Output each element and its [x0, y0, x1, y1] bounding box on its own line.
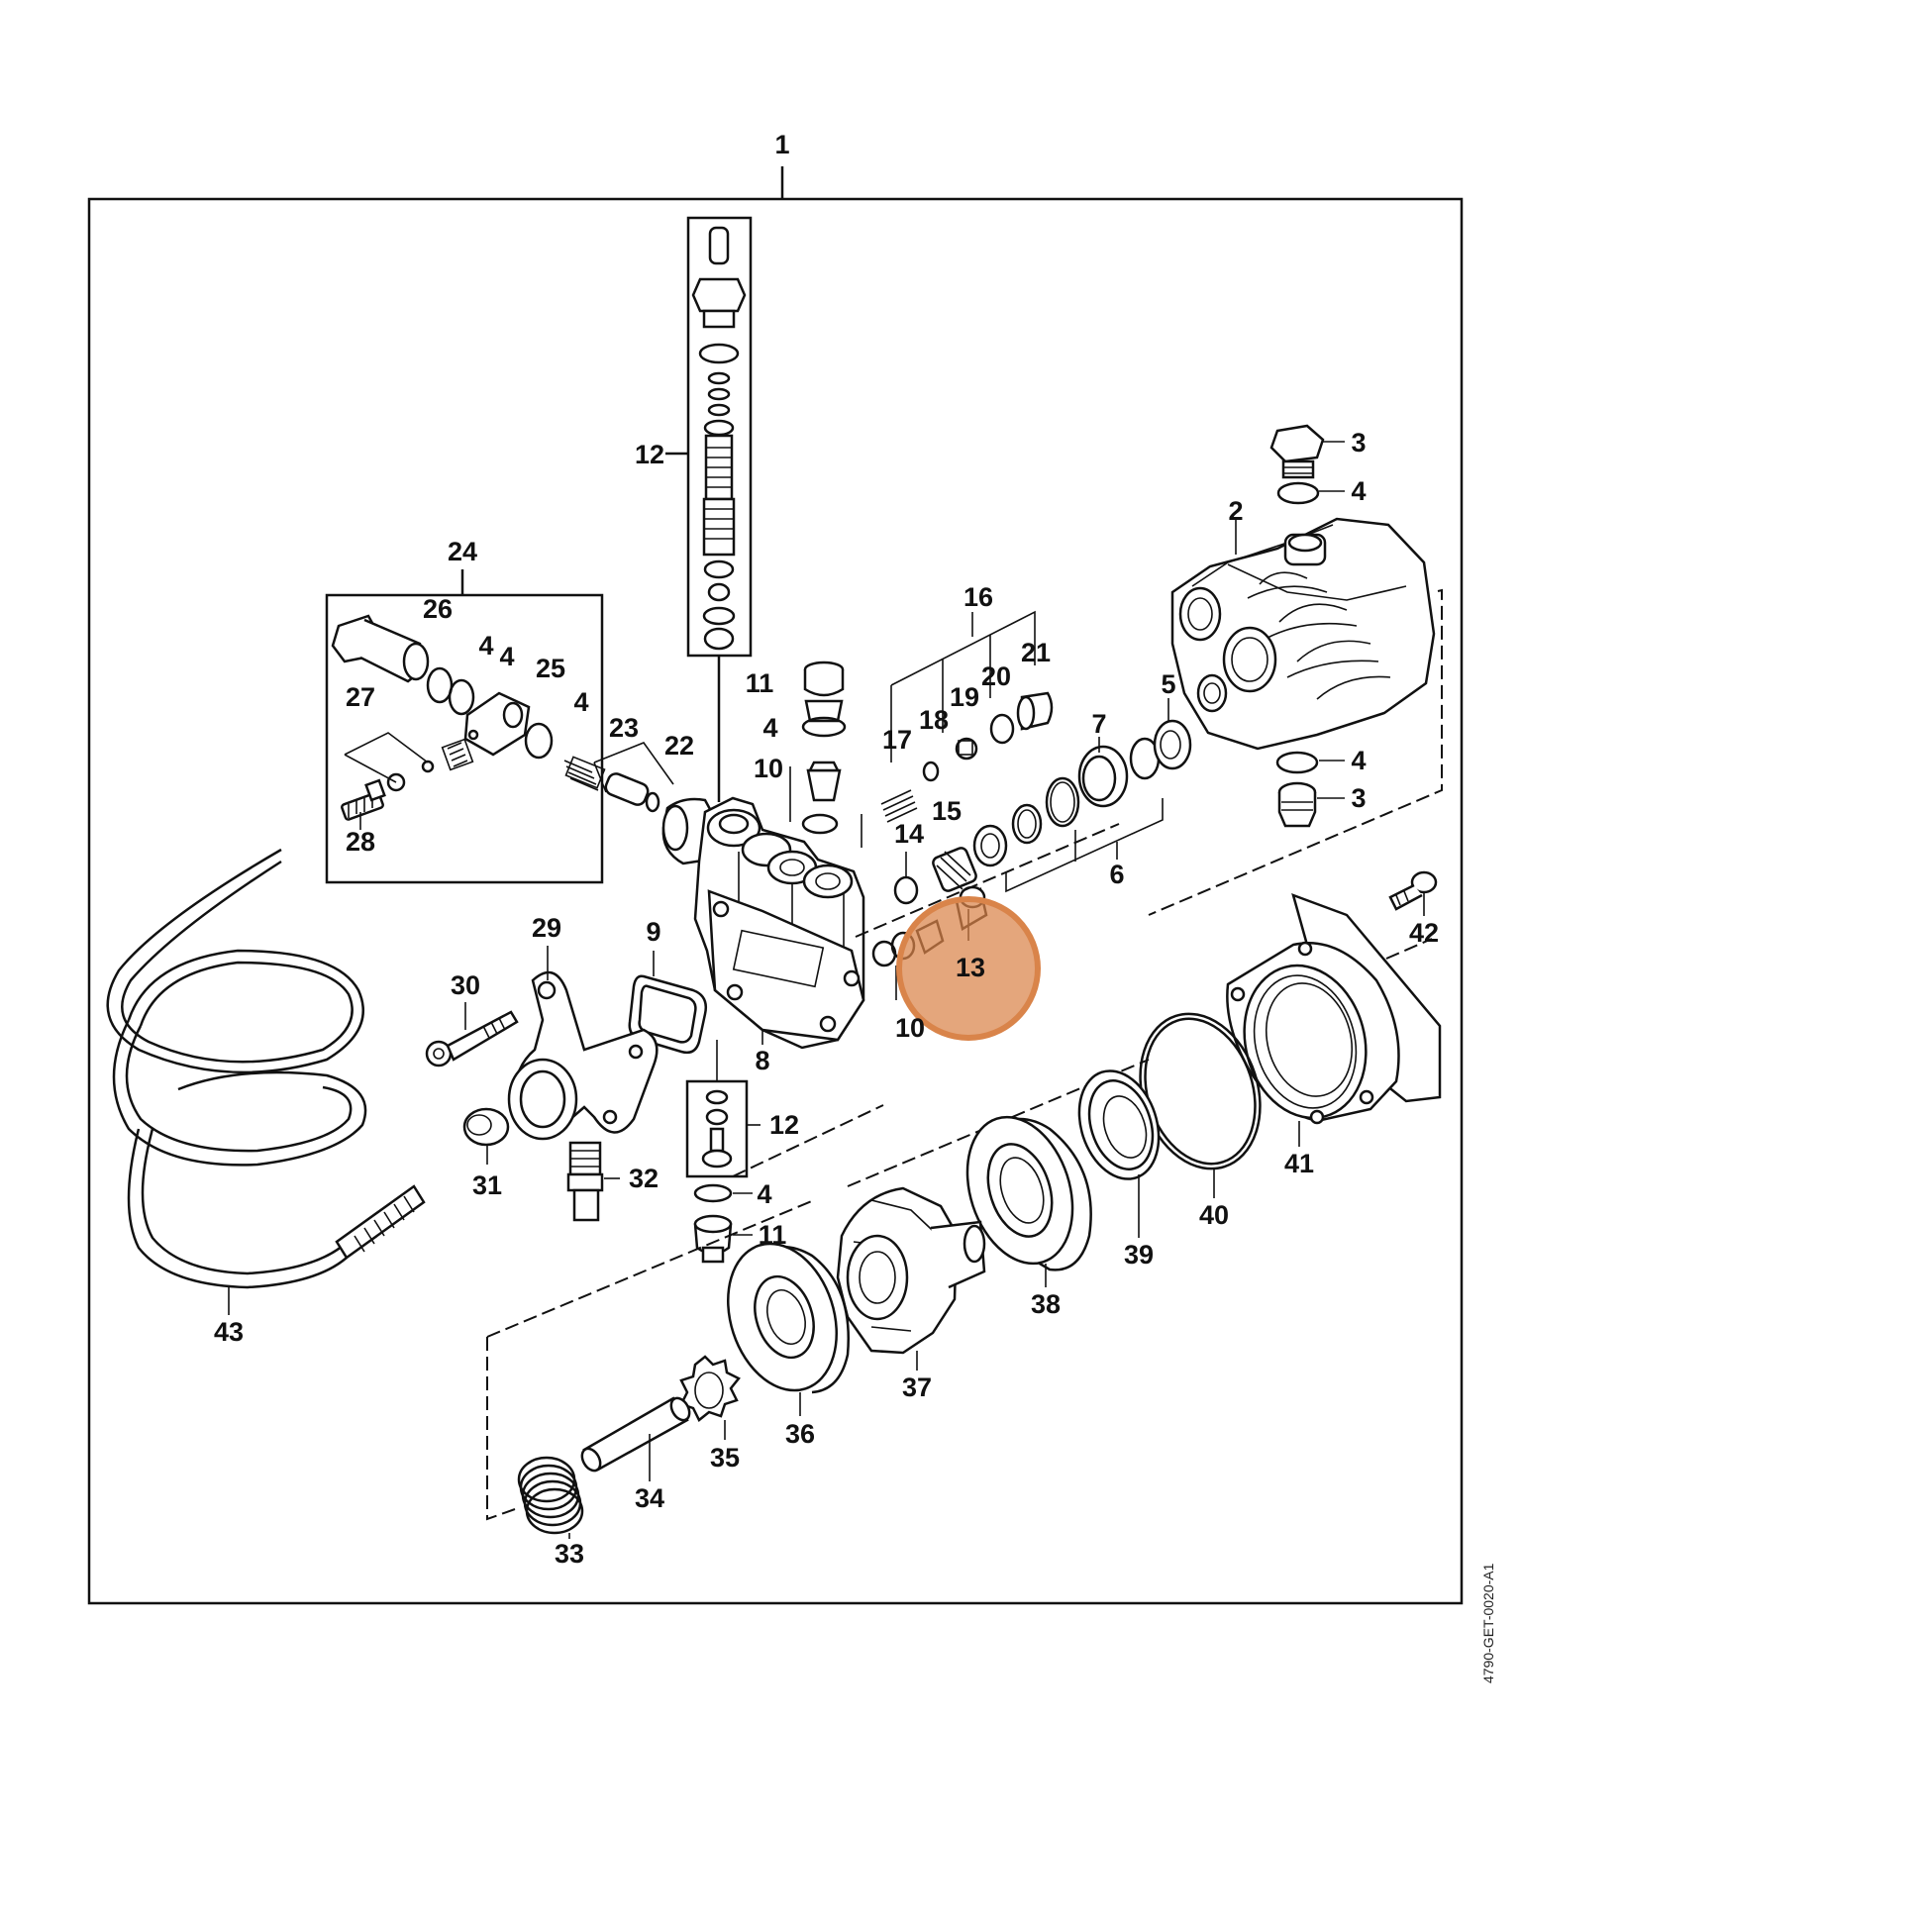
label-part-27: 27 [346, 682, 375, 712]
label-part-17: 17 [882, 725, 912, 755]
part-36-bearing [727, 1242, 850, 1394]
part-43-hose [106, 848, 426, 1289]
label-part-11-upper: 11 [746, 668, 774, 698]
label-part-25: 25 [536, 654, 565, 683]
group-16-valve-parts [880, 610, 1054, 823]
dashed-assembly-line-upper [855, 588, 1443, 938]
label-part-3-top: 3 [1351, 428, 1366, 458]
label-part-22: 22 [664, 731, 694, 761]
dashed-line-center [732, 1104, 884, 1177]
label-part-40: 40 [1199, 1200, 1229, 1230]
part-38-bearing [965, 1115, 1092, 1271]
label-part-24: 24 [448, 537, 477, 566]
parts-4-11-lower [693, 1183, 733, 1264]
parts-22-23 [563, 742, 674, 813]
label-part-41: 41 [1284, 1149, 1314, 1178]
label-part-9: 9 [646, 917, 660, 947]
assembly-frame-1 [87, 197, 1464, 1605]
label-part-4-ring-a: 4 [478, 631, 493, 661]
label-part-37: 37 [902, 1373, 932, 1402]
part-30-bolt [425, 1010, 519, 1068]
part-12-lower-valve [685, 1040, 749, 1178]
label-part-4-ring-c: 4 [573, 687, 588, 717]
parts-11-4-10-upper [789, 661, 862, 848]
label-part-4-ring-b: 4 [499, 642, 514, 671]
label-part-5: 5 [1161, 669, 1175, 699]
label-part-16: 16 [964, 582, 993, 612]
label-part-21: 21 [1021, 638, 1051, 667]
parts-3-4-crankcase-plugs [1269, 424, 1325, 828]
label-part-6: 6 [1109, 860, 1124, 889]
label-part-14: 14 [894, 819, 924, 849]
label-part-11-lower: 11 [759, 1220, 787, 1250]
part-32-fitting [566, 1141, 604, 1222]
group-6-seal-kit [972, 698, 1192, 893]
label-part-26: 26 [423, 594, 453, 624]
part-33-spring [517, 1456, 584, 1535]
label-part-33: 33 [555, 1539, 584, 1569]
part-9-gasket [628, 951, 707, 1055]
label-part-12-upper: 12 [635, 440, 664, 469]
label-part-31: 31 [472, 1170, 502, 1200]
part-29-manifold-bracket [507, 970, 659, 1141]
label-part-10-center: 10 [895, 1013, 925, 1043]
label-part-15: 15 [932, 796, 962, 826]
label-part-3-bottom: 3 [1351, 783, 1366, 813]
part-34-pin [580, 1396, 691, 1473]
part-labels: 1 2 3 3 4 4 4 4 4 4 4 5 6 7 8 9 10 10 11… [214, 130, 1439, 1569]
label-part-12-lower: 12 [769, 1110, 799, 1140]
label-part-35: 35 [710, 1443, 740, 1473]
label-part-7: 7 [1091, 709, 1106, 739]
group-24-outlet-fittings [325, 569, 604, 884]
part-31-cap [462, 1107, 510, 1147]
dashed-assembly-line-left [486, 1337, 516, 1521]
label-part-43: 43 [214, 1317, 244, 1347]
label-part-18: 18 [919, 705, 949, 735]
label-part-36: 36 [785, 1419, 815, 1449]
label-part-1: 1 [774, 130, 789, 159]
label-part-8: 8 [755, 1046, 769, 1075]
part-37-swash-plate [836, 1186, 986, 1355]
label-part-10-upper: 10 [754, 754, 783, 783]
label-part-23: 23 [609, 713, 639, 743]
label-part-28: 28 [346, 827, 375, 857]
label-part-19: 19 [950, 682, 979, 712]
label-part-4-top: 4 [1351, 476, 1366, 506]
label-part-34: 34 [635, 1483, 664, 1513]
document-id: 4790-GET-0020-A1 [1480, 1563, 1496, 1683]
label-part-42: 42 [1409, 918, 1439, 948]
part-39-shaft-seal [1077, 1069, 1161, 1180]
part-12-upper-valve-stack [686, 216, 753, 658]
label-part-32: 32 [629, 1164, 659, 1193]
label-part-20: 20 [981, 661, 1011, 691]
part-8-pump-head [661, 796, 865, 1050]
label-part-38: 38 [1031, 1289, 1061, 1319]
part-41-motor-flange [1226, 892, 1442, 1125]
label-part-2: 2 [1228, 496, 1243, 526]
part-2-crankcase [1170, 517, 1436, 751]
leader-27 [344, 732, 429, 783]
label-part-39: 39 [1124, 1240, 1154, 1270]
highlight-circle-part-13 [896, 896, 1041, 1041]
label-part-4-lower: 4 [757, 1179, 771, 1209]
part-35-star-washer [679, 1355, 741, 1422]
part-42-bolt [1388, 870, 1438, 911]
label-part-4-crankcase: 4 [1351, 746, 1366, 775]
label-part-13: 13 [956, 953, 985, 982]
label-part-29: 29 [532, 913, 561, 943]
label-part-4-pump-top: 4 [762, 713, 777, 743]
label-part-30: 30 [451, 970, 480, 1000]
